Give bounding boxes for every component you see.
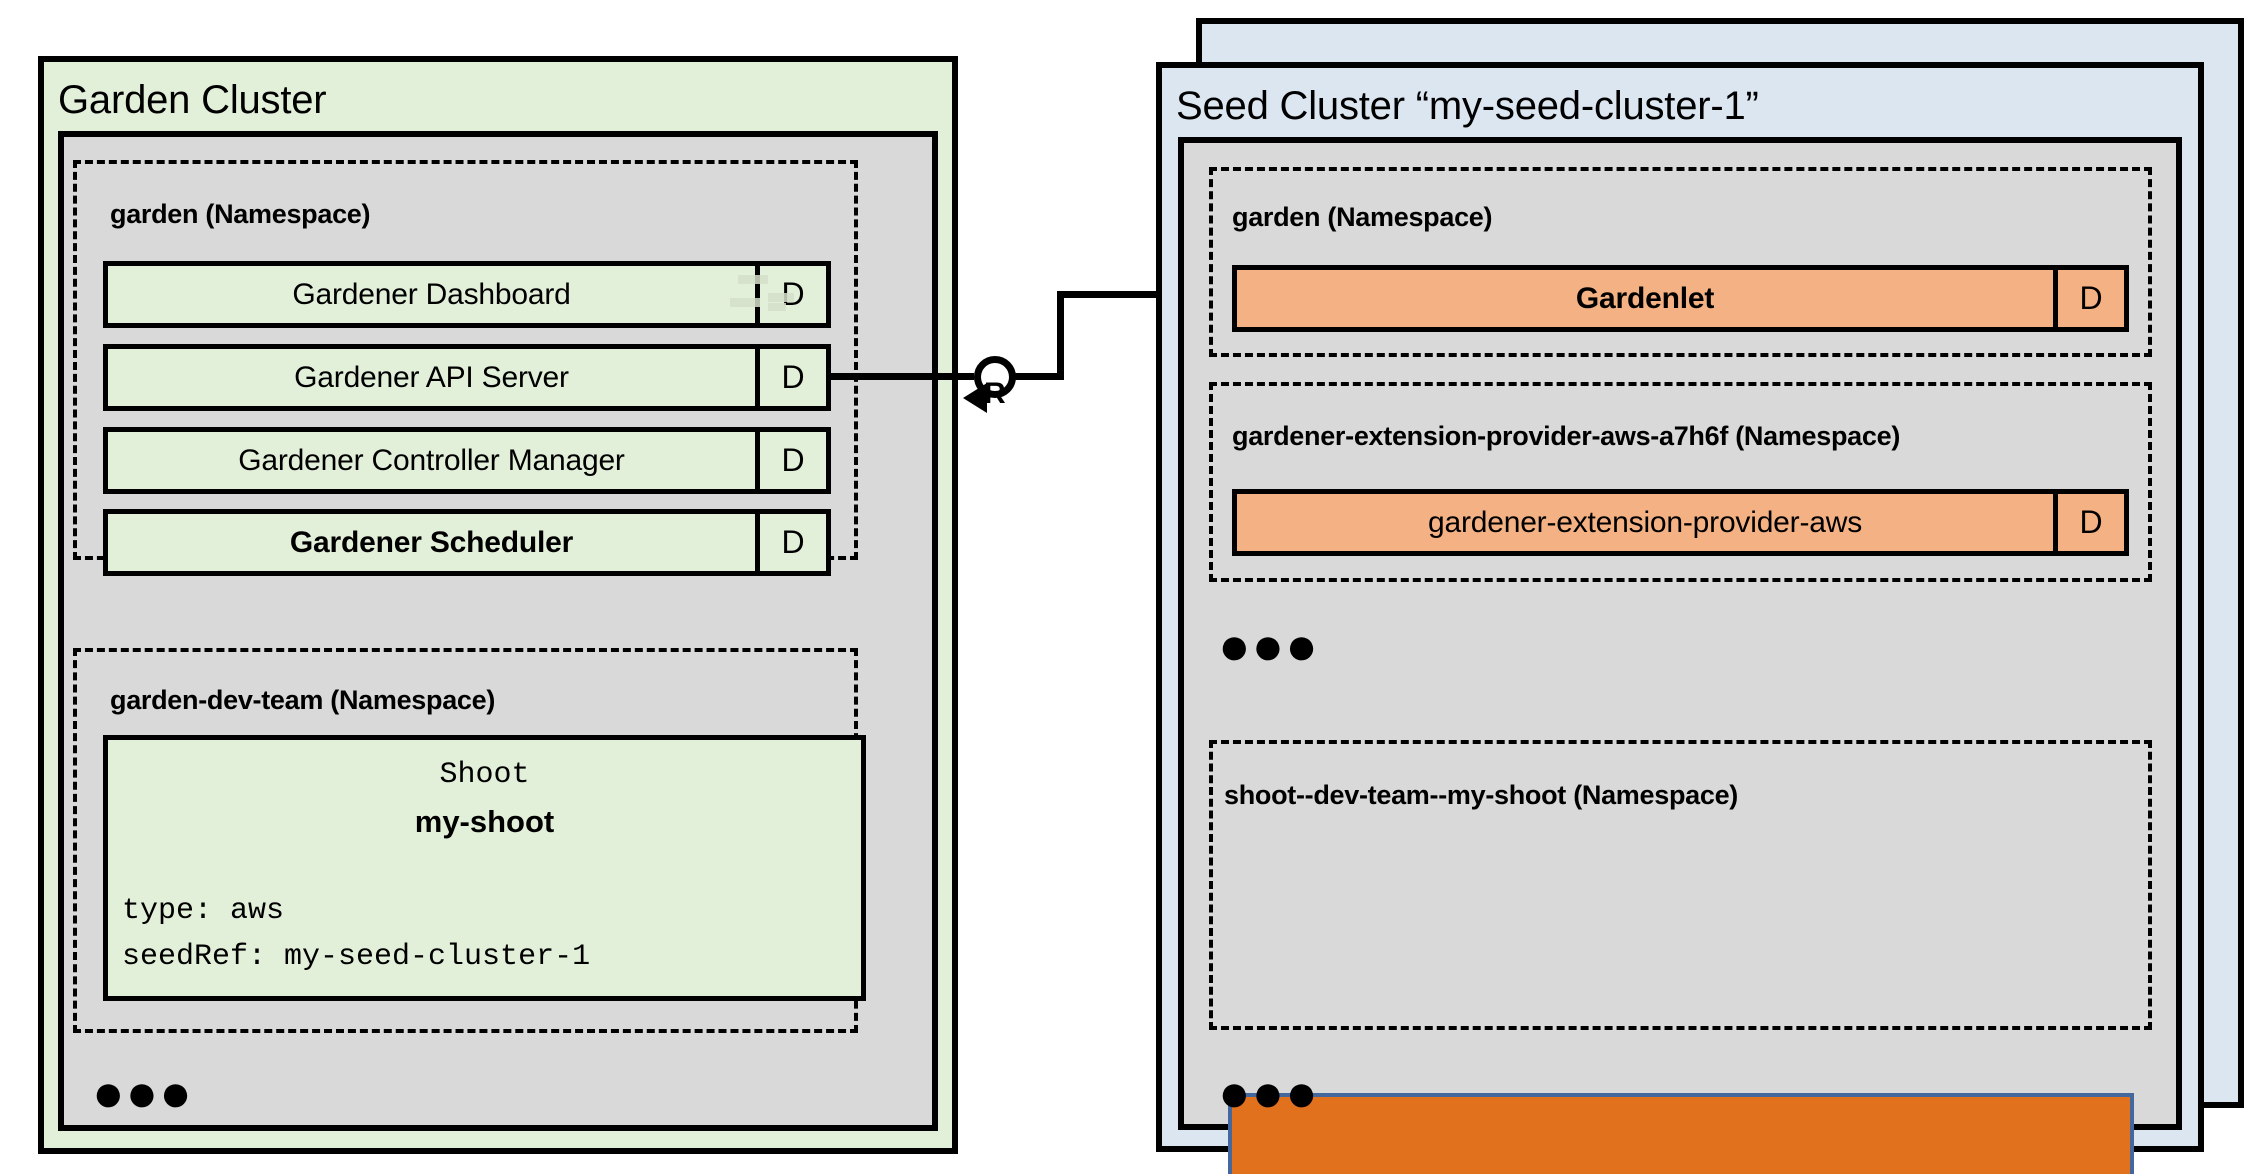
component-gardenlet-label: Gardenlet — [1237, 270, 2053, 327]
garden-cluster-more-namespaces-ellipsis: ●●● — [92, 1063, 193, 1123]
seed-cluster-title: Seed Cluster “my-seed-cluster-1” — [1176, 84, 1759, 128]
shoot-resource-card[interactable]: Shoot my-shoot type: aws seedRef: my-see… — [103, 735, 866, 1001]
connector-segment-socket-to-riser — [1014, 373, 1064, 380]
shoot-resource-name: my-shoot — [414, 804, 555, 839]
request-arrow-icon — [963, 383, 987, 413]
component-gardener-extension-provider-aws-deployment-badge: D — [2053, 494, 2124, 551]
ghost-artifact-1 — [738, 275, 768, 284]
request-label: R — [984, 377, 1006, 410]
connector-segment-api-to-socket — [831, 373, 974, 380]
seed-cluster-more-namespaces-ellipsis: ●●● — [1218, 1063, 1319, 1123]
component-gardener-controller-manager-deployment-badge: D — [755, 432, 826, 489]
component-gardener-dashboard[interactable]: Gardener Dashboard D — [103, 261, 831, 328]
component-gardener-api-server-deployment-badge: D — [755, 349, 826, 406]
component-gardener-scheduler-deployment-badge: D — [755, 514, 826, 571]
connector-socket-icon — [974, 356, 1016, 398]
garden-namespace-garden-title: garden (Namespace) — [110, 199, 371, 229]
component-gardenlet-deployment-badge: D — [2053, 270, 2124, 327]
component-gardener-dashboard-label: Gardener Dashboard — [108, 266, 755, 323]
component-gardener-controller-manager[interactable]: Gardener Controller Manager D — [103, 427, 831, 494]
shoot-resource-kind: Shoot — [439, 758, 530, 792]
component-gardenlet[interactable]: Gardenlet D — [1232, 265, 2129, 332]
component-gardener-api-server-label: Gardener API Server — [108, 349, 755, 406]
seed-namespace-garden — [1209, 167, 2152, 357]
component-gardener-scheduler-label: Gardener Scheduler — [108, 514, 755, 571]
ghost-artifact-4 — [768, 303, 786, 311]
seed-namespace-shoot-dev-team-my-shoot — [1209, 740, 2152, 1030]
connector-segment-riser — [1057, 291, 1064, 380]
seed-namespace-extension-provider-aws — [1209, 382, 2152, 582]
component-gardener-extension-provider-aws[interactable]: gardener-extension-provider-aws D — [1232, 489, 2129, 556]
component-gardener-extension-provider-aws-label: gardener-extension-provider-aws — [1237, 494, 2053, 551]
component-gardener-scheduler[interactable]: Gardener Scheduler D — [103, 509, 831, 576]
component-gardener-controller-manager-label: Gardener Controller Manager — [108, 432, 755, 489]
seed-namespace-shoot-dev-team-my-shoot-title: shoot--dev-team--my-shoot (Namespace) — [1224, 780, 1738, 810]
ghost-artifact-3 — [768, 293, 794, 302]
garden-namespace-garden-dev-team-title: garden-dev-team (Namespace) — [110, 685, 496, 715]
seed-cluster-more-extensions-ellipsis: ●●● — [1218, 616, 1319, 676]
shoot-resource-spec: type: aws seedRef: my-seed-cluster-1 — [122, 894, 591, 974]
component-gardener-api-server[interactable]: Gardener API Server D — [103, 344, 831, 411]
seed-namespace-garden-title: garden (Namespace) — [1232, 202, 1493, 232]
shoot-cluster-control-plane[interactable]: ●●● Shoot Cluster Control Plane — [1228, 1093, 2134, 1174]
garden-cluster-title: Garden Cluster — [58, 78, 327, 122]
ghost-artifact-2 — [730, 298, 760, 307]
connector-segment-to-gardenlet — [1057, 291, 1232, 298]
seed-namespace-extension-provider-aws-title: gardener-extension-provider-aws-a7h6f (N… — [1232, 421, 1901, 451]
